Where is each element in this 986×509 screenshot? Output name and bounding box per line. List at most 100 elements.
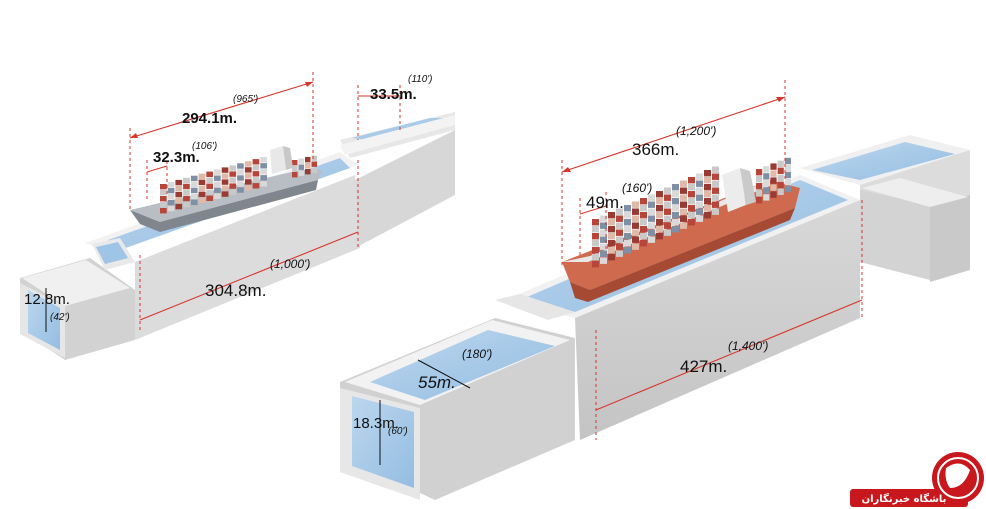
old-chamber-length-value: 304.8m. [205,281,266,300]
new-chamber-length-value: 427m. [680,357,727,376]
container-block [260,157,267,163]
container-block [640,198,647,205]
container-block [600,243,607,250]
container-block [252,183,260,189]
container-block [672,226,679,233]
container-block [206,183,213,189]
old-ship-length-imperial: (965') [233,94,258,105]
container-block [640,240,647,247]
container-block [206,177,213,183]
container-block [183,201,190,208]
container-block [252,177,260,183]
brand-logo-icon [945,463,970,488]
old-chamber-length-imperial: (1,000') [270,257,310,271]
container-block [198,191,206,197]
old-chamber-depth-imperial: (42') [50,312,70,323]
container-block [680,201,687,208]
container-block [664,215,671,222]
container-block [160,202,167,208]
old-chamber-width-imperial: (110') [408,74,433,85]
container-block [696,201,703,208]
container-block [229,171,237,177]
container-block [206,171,213,177]
container-block [704,198,711,205]
container-block [763,173,770,180]
container-block [175,179,183,186]
old-ship-length-value: 294.1m. [182,110,237,127]
container-block [592,226,599,233]
container-block [648,222,655,229]
brand-label: باشگاه خبرنگاران [862,492,947,505]
container-block [244,185,252,191]
container-block [632,236,639,243]
container-block [648,194,655,201]
container-block [616,243,623,250]
container-block [160,184,167,190]
container-block [672,212,679,219]
container-block [763,187,770,194]
container-block [696,215,703,222]
container-block [712,187,719,194]
container-block [770,191,777,198]
container-block [672,191,679,198]
old-lock-labels: 294.1m. (965') 32.3m. (106') 33.5m. (110… [24,74,433,323]
container-block [763,194,770,201]
container-block [656,226,663,233]
container-block [600,257,607,264]
container-block [688,184,695,191]
container-block [608,226,615,233]
new-ship-length-value: 366m. [632,140,679,159]
container-block [221,173,229,179]
container-block [292,172,298,178]
container-block [214,181,221,187]
container-block [704,170,711,177]
container-block [656,191,663,198]
container-block [244,161,252,167]
container-block [632,222,639,229]
container-block [592,219,599,226]
new-ship-beam-value: 49m. [586,193,624,212]
container-block [680,194,687,201]
old-chamber-width-value: 33.5m. [370,86,417,103]
container-block [311,155,317,161]
container-block [672,184,679,191]
container-block [680,180,687,187]
container-block [229,177,237,183]
container-block [696,194,703,201]
container-block [252,165,260,171]
container-block [260,163,267,169]
container-block [712,166,719,173]
container-block [206,189,213,195]
container-block [292,166,298,172]
container-block [770,177,777,184]
container-block [221,185,229,191]
container-block [298,164,304,170]
container-block [221,191,229,197]
container-block [252,171,260,177]
container-block [648,229,655,236]
container-block [756,197,763,204]
container-block [672,205,679,212]
container-block [632,243,639,250]
container-block [704,205,711,212]
container-block [632,201,639,208]
container-block [624,212,631,219]
container-block [237,169,244,175]
container-block [680,222,687,229]
new-lock-labels: 366m. (1,200') 49m. (160') 55m. (180') 4… [353,124,768,437]
container-block [175,191,183,198]
container-block [608,254,615,261]
container-block [664,208,671,215]
container-block [624,240,631,247]
container-block [704,212,711,219]
container-block [770,170,777,177]
container-block [696,180,703,187]
container-block [183,183,190,190]
container-block [600,229,607,236]
container-block [696,173,703,180]
container-block [756,190,763,197]
old-chamber-depth-value: 12.8m. [24,291,70,308]
container-block [592,254,599,261]
container-block [712,208,719,215]
